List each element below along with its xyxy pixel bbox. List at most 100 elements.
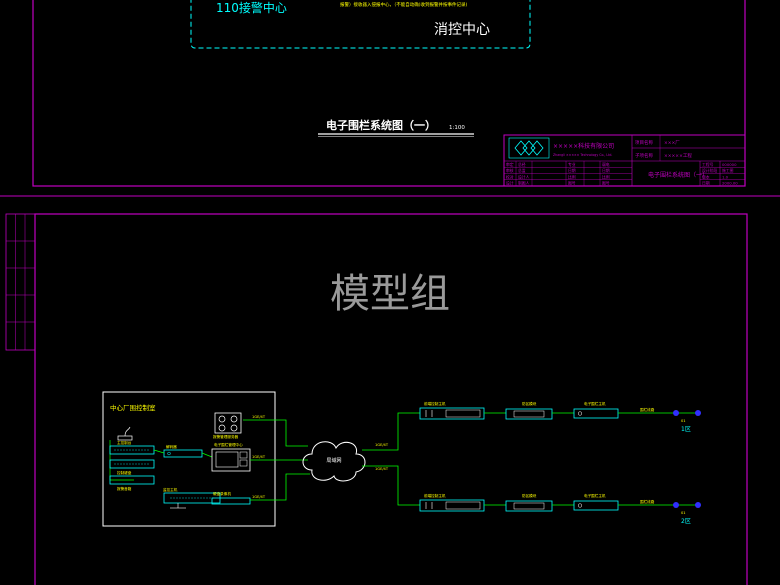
- title-block-stage: 施工图: [722, 168, 734, 173]
- fence-node-marker: [695, 410, 701, 416]
- control-host-icon: [419, 499, 485, 512]
- video-label: 电子围栏管理中心: [214, 442, 243, 447]
- fence-label: 电子围栏主机: [584, 493, 606, 498]
- branch-1: 前端控制主机 防区模块 电子围栏主机 围栏线路 01: [419, 401, 701, 433]
- title-block-col-value: 弱电: [602, 162, 610, 167]
- bottom-sheet: 模型组 中心厂围控制室 主控制台 控制键盘 报警音箱 解码器: [5, 213, 748, 585]
- title-block-col-label: 专业: [568, 162, 576, 167]
- drawing-title: 电子围栏系统图（一）: [326, 118, 436, 132]
- title-block-row-value: 设计人: [518, 175, 530, 180]
- monitor-device-icon: [109, 459, 155, 469]
- speaker-device-icon: [109, 475, 155, 485]
- recorder-network-link: [250, 473, 310, 501]
- fence-host-icon: [573, 500, 619, 511]
- fence-node-marker: [695, 502, 701, 508]
- title-block-project-value: ×××厂: [664, 140, 680, 146]
- decoder-label: 解码器: [166, 444, 177, 449]
- control-room-label: 中心厂围控制室: [110, 403, 156, 412]
- title-block-row-value: 总监: [518, 168, 526, 173]
- revision-grid: [5, 213, 36, 351]
- title-block-row-label: 设计: [506, 181, 514, 186]
- monitoring-center-box: [190, 0, 531, 49]
- title-block-row-value: 制图人: [518, 181, 530, 186]
- server-label: 报警管理服务器: [213, 434, 239, 439]
- recorder-label: 硬盘录像机: [213, 491, 231, 496]
- title-block-col-value: 比例: [602, 175, 610, 180]
- alarm-note-label: 报警）接收器入侵报中心，（不能自动确)收到报警并按事件记录): [340, 1, 468, 8]
- server-icon: [214, 412, 242, 434]
- control-room-box: [102, 391, 276, 527]
- speaker-label: 报警音箱: [117, 486, 132, 491]
- title-block-col-value: 图号: [602, 181, 610, 186]
- company-logo-icon: [508, 137, 550, 159]
- title-block-row-label: 校对: [506, 175, 514, 180]
- host-label: 前端控制主机: [424, 493, 446, 498]
- title-block-code: 000000: [722, 162, 737, 167]
- title-block-company-en: Zhangli ××××× Technology Co., Ltd.: [553, 153, 612, 157]
- fence-label: 电子围栏主机: [584, 401, 606, 406]
- title-block: ×××××科技有限公司 Zhangli ××××× Technology Co.…: [503, 134, 746, 187]
- title-block-col-label: 日期: [568, 168, 576, 173]
- fence-node-marker: [673, 410, 679, 416]
- title-block-row-value: 总经: [518, 162, 526, 167]
- keyboard-label: 控制键盘: [117, 470, 132, 475]
- branch-2: 前端控制主机 防区模块 电子围栏主机 围栏线路 01: [419, 493, 701, 525]
- fire-center-label: 消控中心: [434, 22, 490, 38]
- title-block-date: 2000.00: [722, 181, 738, 186]
- drawing-scale: 1:100: [449, 125, 465, 131]
- link-label: 1GE/4T: [375, 467, 389, 471]
- title-block-col-label: 比例: [568, 175, 576, 180]
- title-block-subproject-value: ×××××工程: [664, 152, 692, 159]
- zone-1-label: 1区: [681, 426, 691, 433]
- title-block-right-label: 版本: [702, 175, 710, 180]
- link-label: 1GE/4T: [252, 455, 266, 459]
- top-sheet-frame: [32, 0, 746, 187]
- host-label: 前端控制主机: [424, 401, 446, 406]
- server-network-link: [243, 419, 308, 447]
- network-host2-link: [362, 465, 420, 506]
- zone-id-label: 01: [681, 511, 686, 515]
- link-label: 1GE/4T: [252, 495, 266, 499]
- watermark: 模型组: [330, 271, 450, 317]
- title-block-row-label: 审核: [506, 168, 514, 173]
- alarm-center-label: 110接警中心: [216, 0, 287, 15]
- title-block-project-label: 项目名称: [635, 139, 653, 146]
- microphone-icon: [117, 426, 133, 441]
- decoder-device-icon: [163, 449, 203, 458]
- fence-host-icon: [573, 408, 619, 419]
- recorder-device-icon: [211, 497, 251, 505]
- title-block-company: ×××××科技有限公司: [553, 142, 614, 150]
- console-label: 主控制台: [117, 440, 132, 445]
- keyboard-decoder-wire: [153, 449, 165, 454]
- title-block-sheet-name: 电子围栏系统图（一）: [648, 171, 708, 179]
- network-host1-link: [362, 412, 420, 451]
- sensor-label: 防区模块: [522, 493, 537, 498]
- title-block-subproject-label: 子项名称: [635, 152, 653, 159]
- branch-label: 围栏线路: [640, 499, 655, 504]
- title-block-right-label: 工程号: [702, 162, 714, 167]
- title-block-frame: [503, 134, 746, 187]
- network-cloud-icon: [302, 441, 366, 482]
- fence-node-marker: [673, 502, 679, 508]
- title-block-right-label: 日期: [702, 181, 710, 186]
- sensor-label: 防区模块: [522, 401, 537, 406]
- monitor-label: 监控主机: [163, 487, 178, 492]
- title-block-col-label: 图号: [568, 181, 576, 186]
- title-block-col-value: 日期: [602, 168, 610, 173]
- decoder-workstation-wire: [201, 452, 213, 458]
- title-block-right-label: 设计阶段: [702, 168, 717, 173]
- zone-2-label: 2区: [681, 518, 691, 525]
- link-label: 1GE/4T: [252, 415, 266, 419]
- branch-label: 围栏线路: [640, 407, 655, 412]
- title-block-version: 1.0: [722, 175, 729, 180]
- link-label: 1GE/4T: [375, 443, 389, 447]
- zone-module-icon: [505, 500, 553, 512]
- control-host-icon: [419, 407, 485, 420]
- bottom-sheet-frame: [34, 213, 748, 585]
- network-label: 局域网: [326, 457, 341, 464]
- top-sheet: 110接警中心 报警）接收器入侵报中心，（不能自动确)收到报警并按事件记录) 消…: [0, 0, 780, 197]
- zone-id-label: 01: [681, 419, 686, 423]
- title-block-row-label: 审定: [506, 162, 514, 167]
